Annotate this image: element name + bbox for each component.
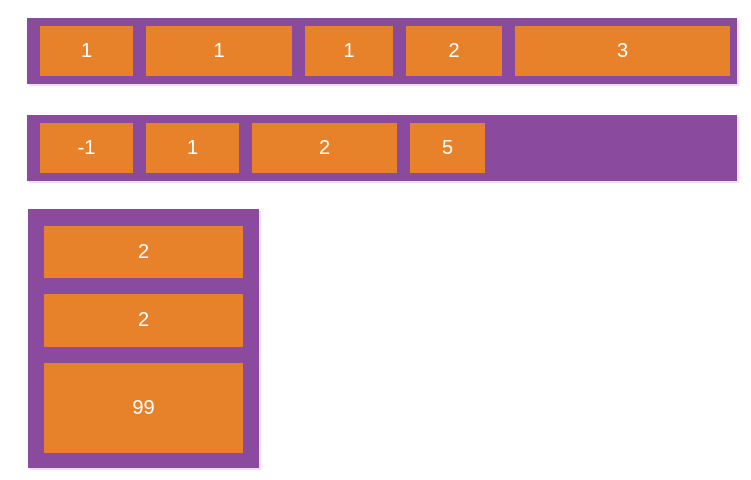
flex-item: 2 [44,226,243,278]
flex-item: 2 [406,26,502,76]
flex-item: 3 [515,26,730,76]
flex-item: 1 [146,123,239,173]
flex-item: 5 [410,123,485,173]
flex-row-container-2: -1 1 2 5 [27,115,737,181]
flex-item: 99 [44,363,243,453]
flex-column-container: 2 2 99 [28,209,259,468]
flex-item: -1 [40,123,133,173]
flex-item: 1 [40,26,133,76]
flex-item: 2 [44,294,243,347]
flex-row-container-1: 1 1 1 2 3 [27,18,737,84]
flex-item: 1 [146,26,292,76]
flex-item: 2 [252,123,397,173]
flex-item: 1 [305,26,393,76]
